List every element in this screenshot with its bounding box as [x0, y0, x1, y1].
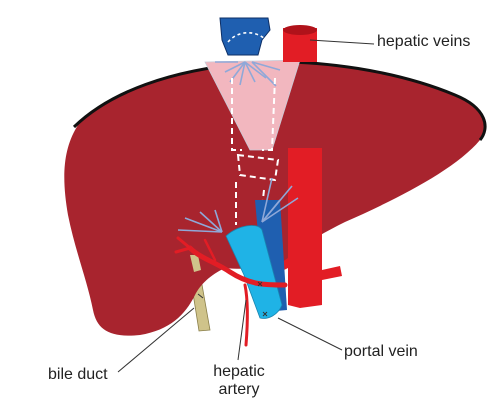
- caudate-dashed-outline: [231, 77, 280, 226]
- aorta-top-rim: [283, 25, 317, 35]
- leader-bile-duct: [117, 307, 195, 373]
- leader-hepatic-artery: [237, 299, 247, 361]
- label-portal-vein: portal vein: [344, 343, 418, 360]
- aorta-branch-1: [322, 266, 342, 280]
- leader-portal-vein: [277, 317, 343, 351]
- inferior-vena-cava: [219, 17, 271, 56]
- liver-body: [64, 61, 486, 336]
- liver-outline: [72, 60, 487, 141]
- bile-duct-front: [190, 255, 201, 272]
- label-hepatic-artery-line1: hepatic: [213, 363, 265, 380]
- label-hepatic-artery: hepatic artery: [206, 363, 272, 400]
- hepatic-vein-branches: [215, 61, 281, 87]
- label-hepatic-veins: hepatic veins: [377, 33, 471, 50]
- aorta: [288, 148, 322, 308]
- label-hepatic-artery-line2: artery: [218, 381, 260, 399]
- hepatic-artery-vessel: [174, 236, 288, 347]
- label-bile-duct: bile duct: [48, 366, 108, 383]
- leader-lines: [117, 39, 375, 373]
- portal-vein-vessel: [225, 225, 283, 319]
- leader-hepatic-veins: [309, 39, 375, 45]
- ligation-marks: [197, 281, 268, 317]
- portal-branches: [177, 177, 299, 233]
